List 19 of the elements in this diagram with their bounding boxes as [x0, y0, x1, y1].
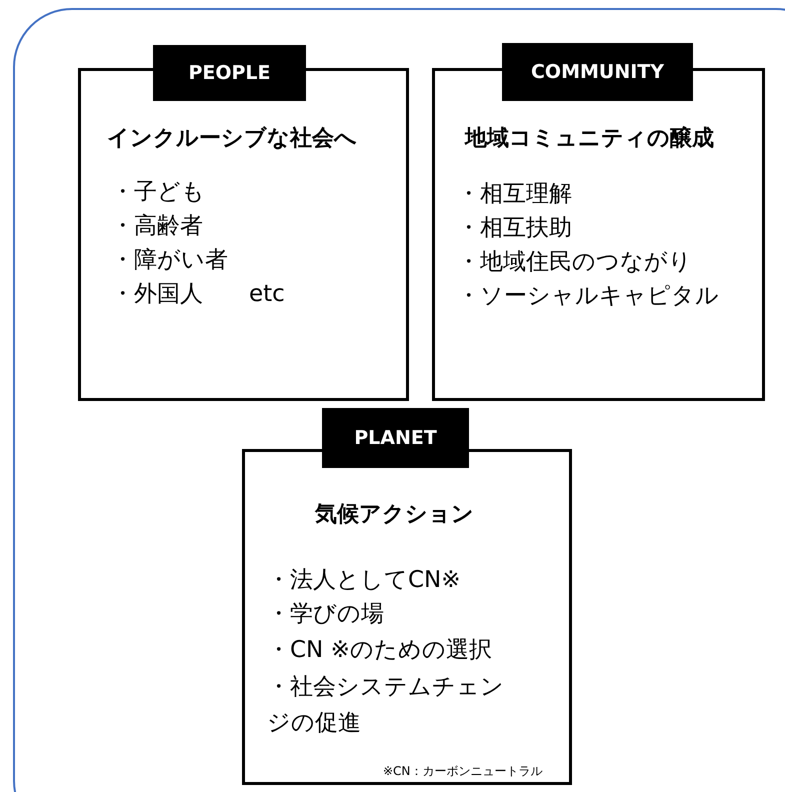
list-item: ・地域住民のつながり	[457, 248, 692, 277]
list-item: ・ソーシャルキャピタル	[457, 282, 719, 311]
list-item: ・障がい者	[111, 246, 228, 275]
panel-heading: 地域コミュニティの醸成	[465, 125, 714, 153]
list-item: ・相互扶助	[457, 214, 572, 243]
header-tab: PLANET	[322, 408, 469, 468]
panel-heading: 気候アクション	[315, 501, 474, 529]
list-item: ・高齢者	[111, 212, 203, 241]
list-item: ・外国人 etc	[111, 280, 285, 309]
list-item: ・社会システムチェンジの促進	[267, 673, 505, 738]
list-item: ・相互理解	[457, 180, 572, 209]
list-item: ・学びの場	[267, 600, 384, 629]
header-tab: COMMUNITY	[502, 43, 693, 101]
list-item: ・CN ※のための選択	[267, 636, 492, 665]
panel-heading: インクルーシブな社会へ	[107, 125, 357, 153]
header-tab: PEOPLE	[153, 45, 306, 101]
list-item: ・子ども	[111, 178, 205, 207]
list-item: ・法人としてCN※	[267, 566, 461, 595]
footnote: ※CN：カーボンニュートラル	[383, 763, 542, 780]
